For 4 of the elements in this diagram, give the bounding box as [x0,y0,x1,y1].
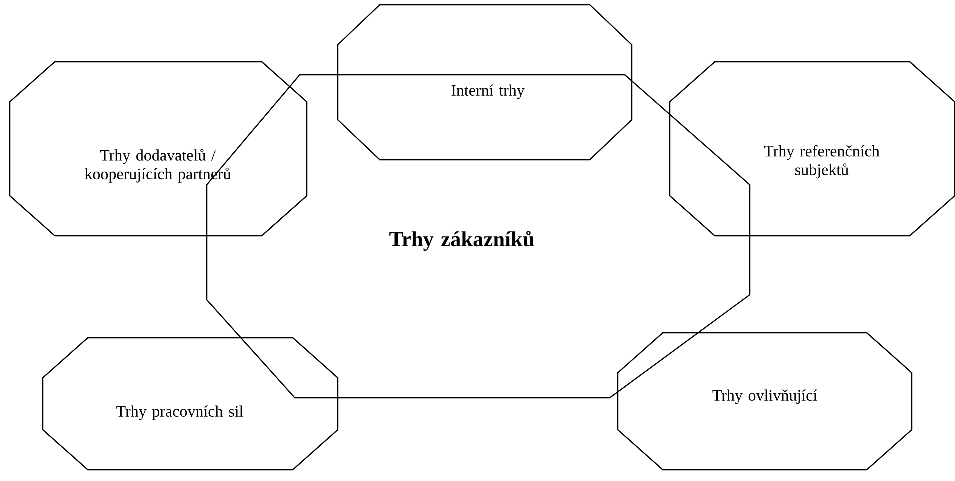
octagon: Interní trhy [337,4,633,161]
octagon: Trhy pracovních sil [42,337,339,471]
octagon: Trhy ovlivňující [617,332,913,471]
octagon: Trhy referenčních subjektů [669,61,955,237]
